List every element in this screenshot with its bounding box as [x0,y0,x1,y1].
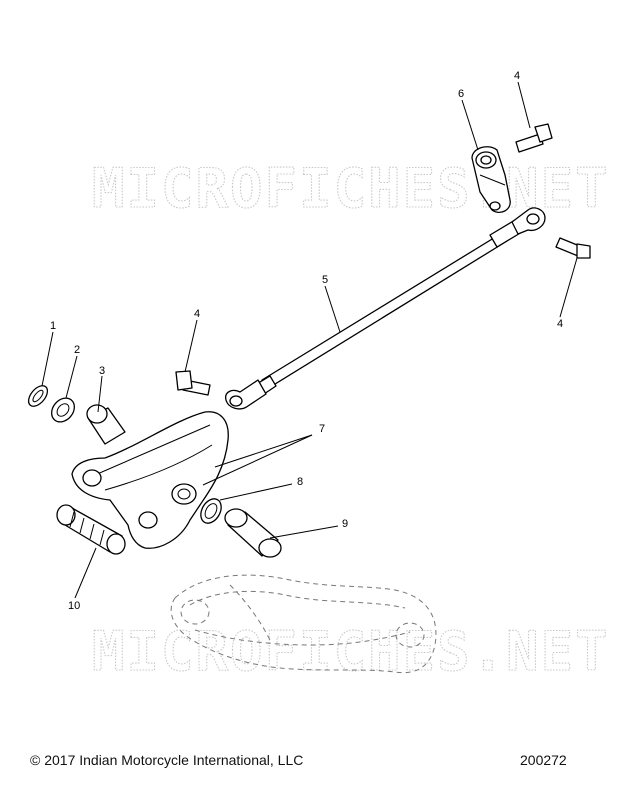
washer [51,397,75,423]
watermark-bottom: MICROFICHES.NET [92,620,610,683]
callout-8: 8 [297,476,303,488]
callout-10: 10 [68,600,80,612]
callout-7: 7 [319,423,325,435]
callout-4-left: 4 [194,308,200,320]
callout-3: 3 [99,365,105,377]
bolt-left [175,370,211,396]
callout-1: 1 [50,320,56,332]
callout-9: 9 [342,518,348,530]
shift-linkage-rod [225,207,546,410]
frame-ghost-outline [170,574,437,674]
shift-arm [471,146,511,214]
copyright-text: © 2017 Indian Motorcycle International, … [30,752,304,768]
callout-6: 6 [458,88,464,100]
callout-2: 2 [74,344,80,356]
bushing [86,404,126,445]
watermark-top: MICROFICHES.NET [92,157,610,220]
bolt-right [555,237,591,259]
bolt-upper [515,123,553,153]
shift-peg [56,504,126,555]
callout-4-right: 4 [557,318,563,330]
leader-lines [41,81,578,599]
shift-lever [71,411,229,549]
drawing-number: 200272 [520,752,567,768]
pivot-sleeve [224,508,282,558]
circlip [27,385,49,407]
o-ring [200,498,222,524]
callout-4-upper: 4 [514,70,520,82]
callout-5: 5 [322,274,328,286]
callouts: 1 2 3 4 4 4 5 6 7 8 9 10 [50,70,563,612]
